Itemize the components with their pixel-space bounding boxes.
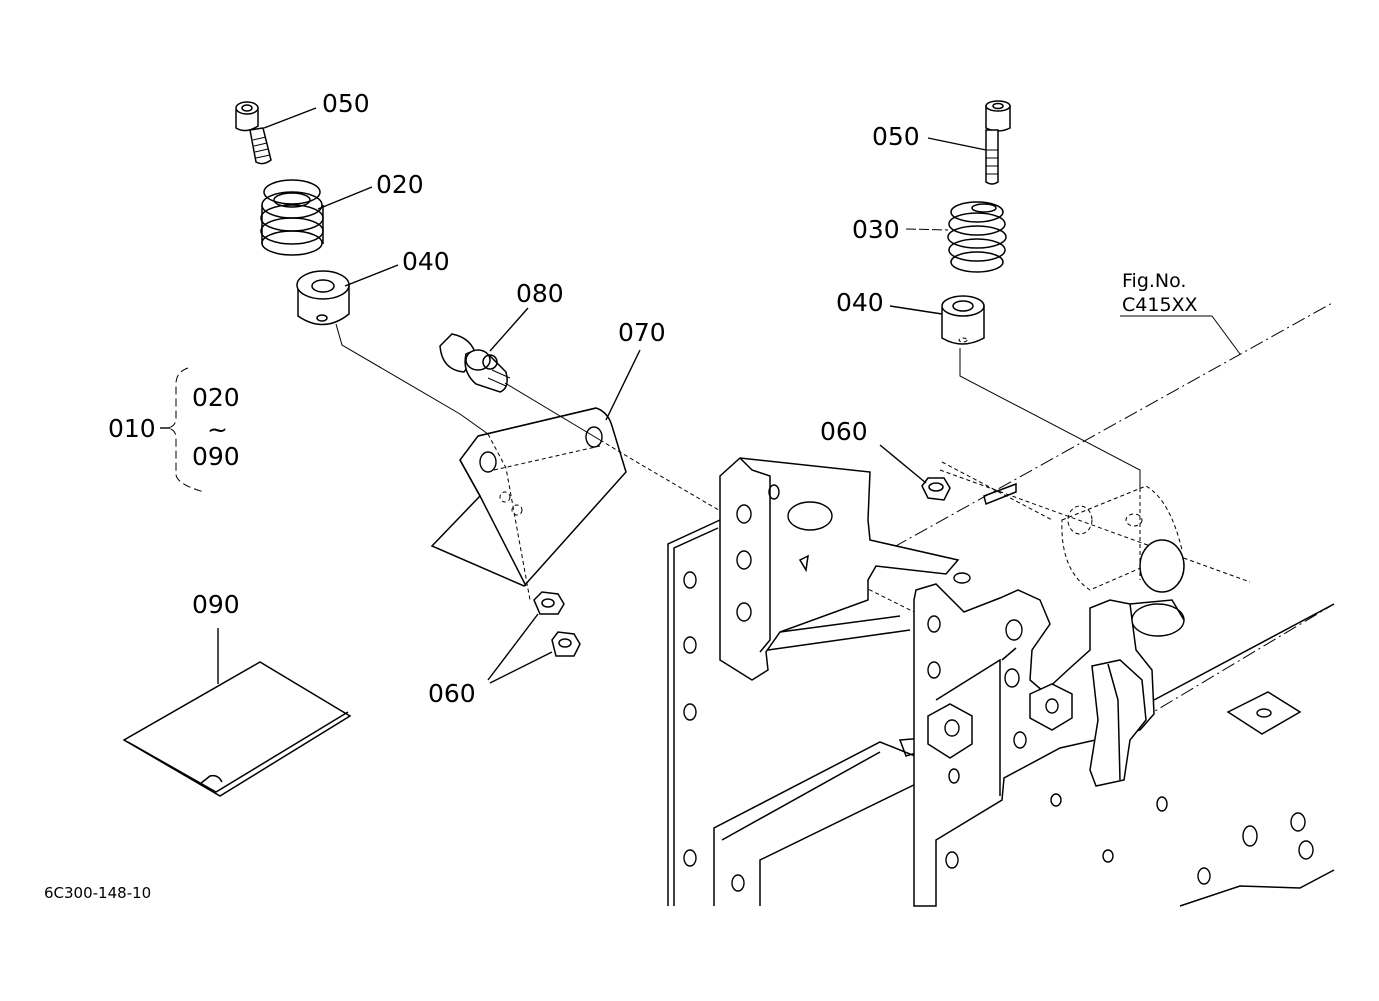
leader-030 (905, 228, 949, 231)
fig-no-label: Fig.No. (1122, 270, 1186, 292)
label-050-right: 050 (872, 122, 920, 151)
label-060-right: 060 (820, 417, 868, 446)
axis-line-left-d (599, 439, 931, 621)
left-bolt-050 (235, 101, 272, 165)
label-010: 010 (108, 414, 156, 443)
leader-020 (317, 186, 373, 210)
right-collar-040 (941, 295, 985, 345)
chain-line-right (893, 301, 1335, 548)
drawing-number: 6C300-148-10 (44, 884, 151, 902)
label-040-left: 040 (402, 247, 450, 276)
chain-line-lower (1139, 603, 1335, 721)
leader-060-left-a (487, 613, 539, 681)
leader-040-right (889, 305, 943, 315)
leader-050-right (927, 137, 987, 151)
label-070: 070 (618, 318, 666, 347)
label-090: 090 (192, 590, 240, 619)
label-080: 080 (516, 279, 564, 308)
left-spring-020 (260, 179, 324, 256)
axis-line-left-a (335, 323, 489, 435)
right-bolt-050 (985, 100, 1011, 185)
leader-060-right (879, 444, 927, 484)
label-010-range-start: 020 (192, 383, 240, 412)
left-collar-040 (296, 270, 350, 326)
left-nuts-060 (533, 591, 581, 657)
sticker-090 (122, 661, 352, 797)
right-nut-060 (921, 477, 951, 501)
fig-no-code: C415XX (1122, 294, 1198, 316)
leader-080 (489, 307, 529, 352)
leader-040-left (344, 264, 399, 287)
frame-structure (667, 457, 1335, 907)
fig-leader (1211, 315, 1241, 355)
axis-line-right-a (959, 348, 1141, 488)
label-020: 020 (376, 170, 424, 199)
label-060-left: 060 (428, 679, 476, 708)
leader-070 (605, 349, 641, 421)
bracket-070 (430, 407, 627, 587)
label-010-range-end: 090 (192, 442, 240, 471)
axis-line-right-c (939, 469, 1251, 583)
label-050-left: 050 (322, 89, 370, 118)
label-030: 030 (852, 215, 900, 244)
leader-060-left-b (489, 651, 553, 684)
pin-080 (439, 333, 511, 393)
axis-line-left-c (504, 382, 601, 441)
range-bracket (167, 367, 205, 493)
label-010-range-tilde: ~ (207, 415, 228, 444)
label-040-right: 040 (836, 288, 884, 317)
axis-line-left-b (487, 433, 531, 601)
leader-050-left (263, 107, 317, 129)
right-spring-030 (947, 201, 1007, 273)
